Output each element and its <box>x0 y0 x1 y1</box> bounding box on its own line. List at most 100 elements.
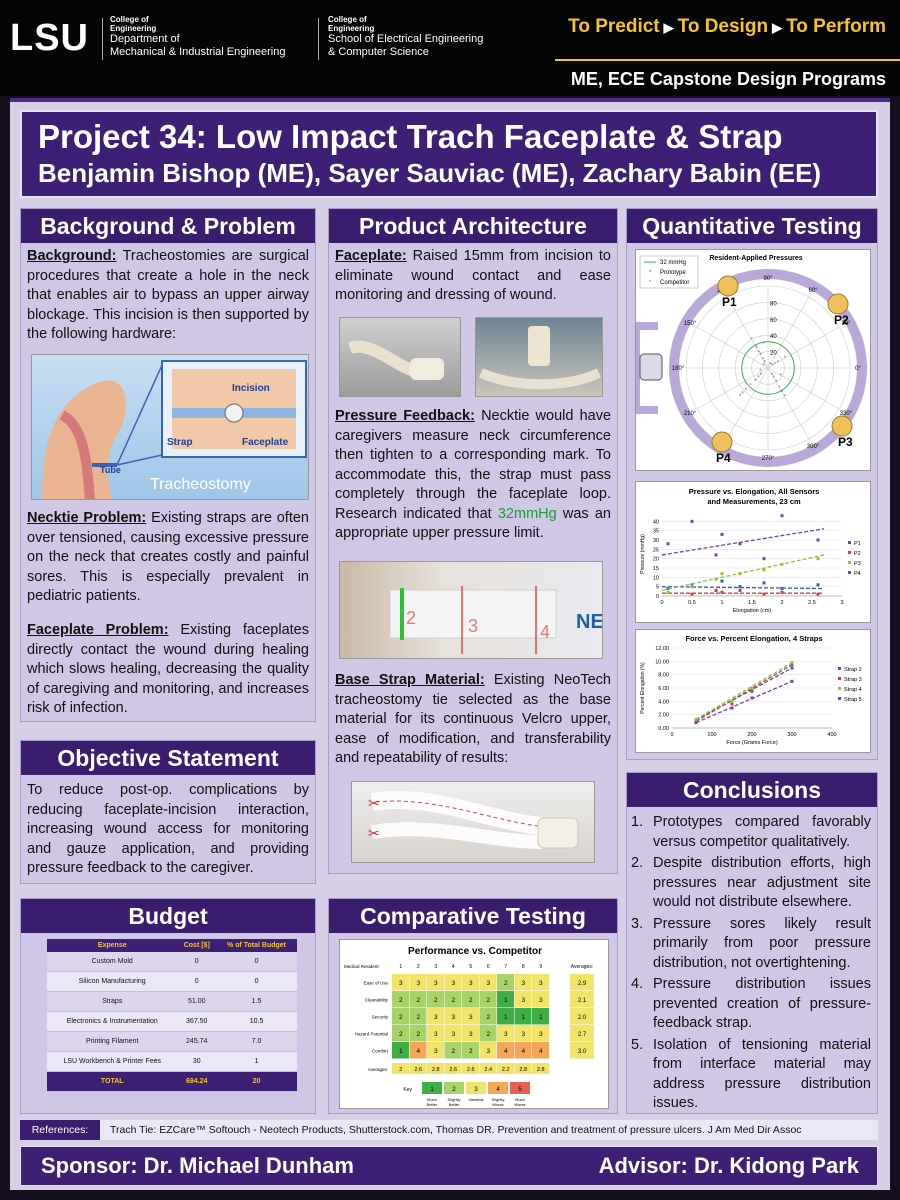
resident-number: 5 <box>469 964 472 970</box>
base-strap-text: Base Strap Material: Existing NeoTech tr… <box>335 672 611 766</box>
key-swatch <box>422 1082 442 1094</box>
score-cell <box>514 1042 532 1059</box>
score-value: 3 <box>434 1048 438 1055</box>
data-point: * <box>769 362 772 368</box>
resident-number: 8 <box>522 964 525 970</box>
college-ece: College of Engineering School of Electri… <box>328 15 484 58</box>
data-point <box>694 721 698 725</box>
data-point: * <box>763 342 766 348</box>
data-point <box>790 679 794 683</box>
budget-panel: Budget Expense Cost [$] % of Total Budge… <box>20 898 316 1114</box>
angular-gridline <box>767 367 810 440</box>
y-axis-label: Percent Elongation (%) <box>640 662 646 714</box>
angular-gridline <box>696 326 769 369</box>
arrow-right-icon: ▶ <box>772 20 783 35</box>
y-tick: 35 <box>653 529 659 535</box>
score-value: 2 <box>434 997 438 1004</box>
architecture-panel: Product Architecture Faceplate: Raised 1… <box>328 208 618 874</box>
average-value: 2.1 <box>578 998 587 1004</box>
panel-heading: Budget <box>21 899 315 933</box>
budget-table: Expense Cost [$] % of Total Budget Custo… <box>47 939 297 1092</box>
legend-marker: * <box>649 270 652 276</box>
figure-caption: Tracheostomy <box>150 476 251 493</box>
faceplate-photo-front <box>475 317 603 397</box>
panel-heading: Background & Problem <box>21 209 315 243</box>
score-cell <box>532 1025 549 1042</box>
score-value: 2 <box>486 997 490 1004</box>
score-cell <box>462 991 479 1008</box>
strap-mark-3: 3 <box>468 616 478 636</box>
conclusions-panel: Conclusions 1.Prototypes compared favora… <box>626 772 878 1114</box>
average-cell <box>570 1042 594 1059</box>
sensor-pad <box>717 275 739 297</box>
team-members: Benjamin Bishop (ME), Sayer Sauviac (ME)… <box>38 158 822 188</box>
score-value: 2 <box>486 1031 490 1038</box>
score-value: 2 <box>399 997 403 1004</box>
data-point <box>762 557 766 561</box>
y-tick: 10 <box>653 575 659 581</box>
angular-gridline <box>767 367 840 410</box>
sensor-pad <box>711 431 733 453</box>
y-tick: 15 <box>653 566 659 572</box>
score-value: 3 <box>539 980 543 987</box>
score-value: 2 <box>504 980 508 987</box>
references-bar: References:Trach Tie: EZCare™ Softouch -… <box>20 1120 878 1140</box>
list-item: 5.Isolation of tensioning material from … <box>631 1036 871 1112</box>
data-point <box>714 553 718 557</box>
list-item: 1.Prototypes compared favorably versus c… <box>631 814 871 850</box>
legend-item: Prototype <box>660 270 686 276</box>
key-swatch <box>488 1082 508 1094</box>
data-point <box>690 519 694 523</box>
y-tick: 2.00 <box>658 713 669 719</box>
data-point: * <box>764 360 767 366</box>
legend-item: Strap 4 <box>844 687 862 693</box>
legend-marker <box>848 561 851 564</box>
col-averages-label: Averages: <box>368 1067 388 1072</box>
score-cell <box>514 974 532 991</box>
score-value: 3 <box>486 980 490 987</box>
score-value: 2 <box>416 997 420 1004</box>
data-point <box>762 581 766 585</box>
college-me: College of Engineering Department of Mec… <box>110 15 286 58</box>
strap-ring <box>669 269 867 467</box>
score-value: 2 <box>469 1048 473 1055</box>
tracheostomy-figure: Incision Strap Faceplate Tube Tracheosto… <box>31 354 309 500</box>
trend-line <box>695 664 793 722</box>
necktie-problem-text: Necktie Problem: Existing straps are oft… <box>27 510 309 604</box>
average-value: 2.7 <box>578 1032 587 1038</box>
angle-tick: 300° <box>807 444 820 450</box>
angle-tick: 150° <box>684 321 697 327</box>
column-average-cell <box>392 1063 409 1074</box>
score-cell <box>444 974 462 991</box>
row-label: Comfort <box>372 1049 389 1054</box>
strap-mark-2: 2 <box>406 608 416 628</box>
trend-line <box>661 554 825 592</box>
score-cell <box>427 1042 444 1059</box>
key-description: Much <box>515 1097 525 1102</box>
legend-item: Strap 5 <box>844 697 862 703</box>
reference-circle <box>741 341 795 395</box>
pressure-feedback-text: Pressure Feedback: Necktie would have ca… <box>335 408 612 541</box>
score-cell <box>392 1008 409 1025</box>
data-point: * <box>750 338 753 344</box>
key-description: Slightly <box>492 1097 505 1102</box>
resident-number: 6 <box>487 964 490 970</box>
score-cell <box>444 991 462 1008</box>
key-number: 1 <box>430 1087 434 1093</box>
data-point <box>738 542 742 546</box>
column-average-cell <box>532 1063 549 1074</box>
score-value: 3 <box>451 1014 455 1021</box>
data-point <box>730 699 734 703</box>
resident-number: 1 <box>399 964 402 970</box>
score-cell <box>479 991 497 1008</box>
x-tick: 2 <box>780 600 783 606</box>
data-point <box>790 666 794 670</box>
legend-marker: * <box>649 280 652 286</box>
score-value: 3 <box>504 1031 508 1038</box>
score-cell <box>427 991 444 1008</box>
score-cell <box>392 1042 409 1059</box>
column-average-cell <box>444 1063 462 1074</box>
angle-tick: 60° <box>808 288 818 294</box>
